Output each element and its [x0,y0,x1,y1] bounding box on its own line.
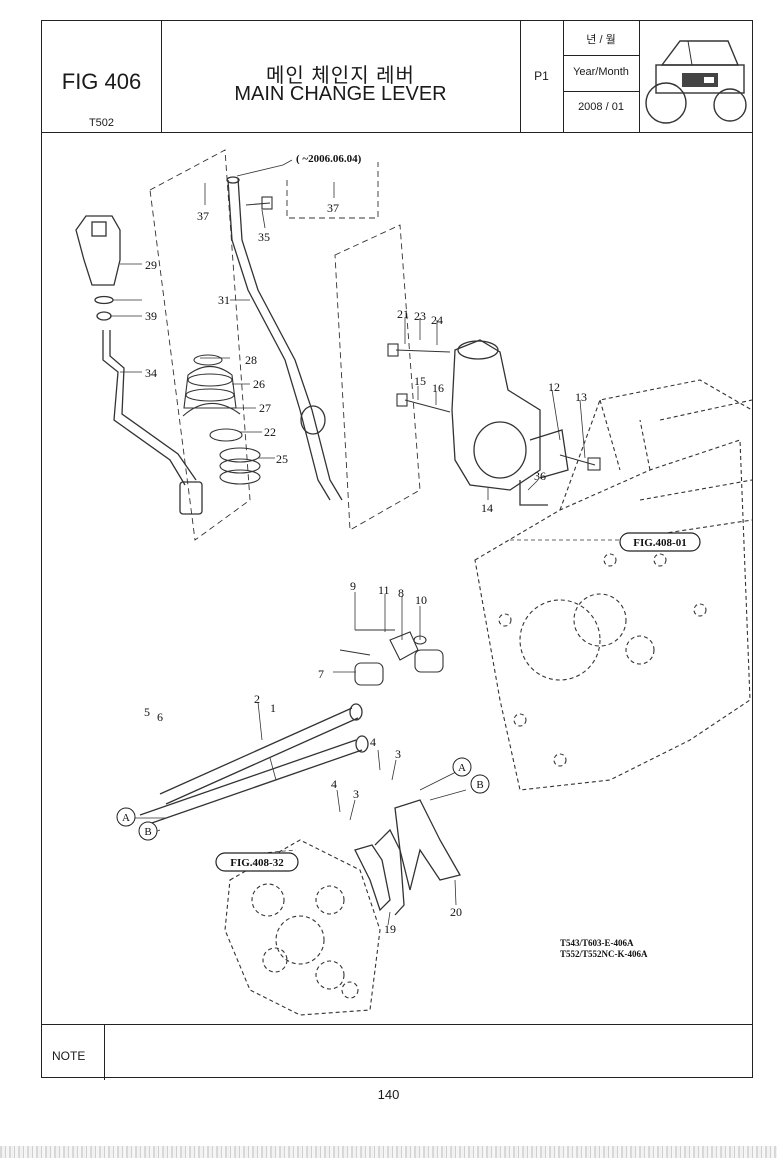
callout-37a: 37 [197,209,209,223]
exploded-parts-diagram: FIG.408-01 FIG.408-32 A B A B ( ~2006.06… [75,149,753,1016]
note-label: NOTE [52,1049,86,1063]
callout-12: 12 [548,380,560,394]
callout-16: 16 [432,381,444,395]
callout-4a: 4 [331,777,337,791]
shift-shafts [139,703,369,826]
fig-ref-2: FIG.408-32 [230,857,284,869]
callout-3a: 3 [353,787,359,801]
knob-and-rod [75,215,203,515]
callout-5: 5 [144,705,150,719]
callout-14: 14 [481,501,493,515]
callout-20: 20 [450,905,462,919]
fig-ref-408-01: FIG.408-01 [619,532,701,552]
issue-date: 2008 / 01 [578,101,624,113]
callout-31: 31 [218,293,230,307]
callout-7: 7 [318,667,324,681]
callout-13: 13 [575,390,587,404]
marker-b-right: B [476,779,483,791]
model-code-2: T552/T552NC-K-406A [560,949,648,959]
part-callouts: 1 2 3 3 4 4 5 6 7 8 9 10 11 12 13 14 15 … [144,201,587,936]
page-code: P1 [534,69,549,83]
callout-25: 25 [276,452,288,466]
note-row: NOTE [42,1024,752,1080]
year-month-korean: 년 / 월 [586,34,616,46]
bracket-14 [451,339,569,506]
callout-26: 26 [253,377,265,391]
ym-divider-bottom [564,91,640,92]
callout-11: 11 [378,583,390,597]
marker-b-left: B [144,826,151,838]
marker-a-right: A [458,762,466,774]
callout-6: 6 [157,710,163,724]
callout-24: 24 [431,313,443,327]
callout-38: 39 [145,309,157,323]
callout-36: 36 [534,469,546,483]
effective-note: ( ~2006.06.04) [296,153,362,165]
callout-19: 19 [384,922,396,936]
callout-8: 8 [398,586,404,600]
drawing-frame: FIG 406 T502 메인 체인지 레버 MAIN CHANGE LEVER… [41,20,753,1080]
shift-forks [354,799,461,916]
callout-15: 15 [414,374,426,388]
bolts [245,196,601,656]
tractor-icon [645,40,747,124]
boot-and-springs [182,354,261,485]
callout-23: 23 [414,309,426,323]
ym-divider-top [564,55,640,56]
title-korean: 메인 체인지 레버 [266,65,415,87]
callout-4b: 4 [370,735,376,749]
callout-10: 10 [415,593,427,607]
series-code: T502 [88,117,115,129]
note-divider [104,1025,105,1080]
callout-1: 1 [270,701,276,715]
model-code-1: T543/T603-E-406A [560,938,634,948]
callout-34: 34 [145,366,157,380]
page-code-cell [521,21,564,133]
title-cell [162,21,521,133]
callout-9: 9 [350,579,356,593]
fig-number: FIG 406 [61,69,142,94]
title-english: MAIN CHANGE LEVER [234,83,447,105]
shift-blocks [354,631,444,686]
lower-housing [224,839,381,1016]
callout-27: 27 [259,401,271,415]
callout-21: 21 [397,307,409,321]
fig-ref-1: FIG.408-01 [633,537,686,549]
gearbox-housing [474,379,753,791]
callout-35: 35 [258,230,270,244]
callout-37b: 37 [327,201,339,215]
callout-29: 29 [145,258,157,272]
callout-22: 22 [264,425,276,439]
fig-ref-408-32: FIG.408-32 [215,852,299,872]
fig-cell [42,21,162,133]
lever-31 [226,176,343,501]
callout-28: 28 [245,353,257,367]
page-number: 140 [377,1087,400,1102]
callout-3b: 3 [395,747,401,761]
scan-edge-noise [0,1146,777,1158]
callout-2: 2 [254,692,260,706]
marker-a-left: A [122,812,130,824]
year-month-cell [564,21,640,133]
year-month-english: Year/Month [573,66,629,78]
title-block: FIG 406 T502 메인 체인지 레버 MAIN CHANGE LEVER… [42,21,752,133]
